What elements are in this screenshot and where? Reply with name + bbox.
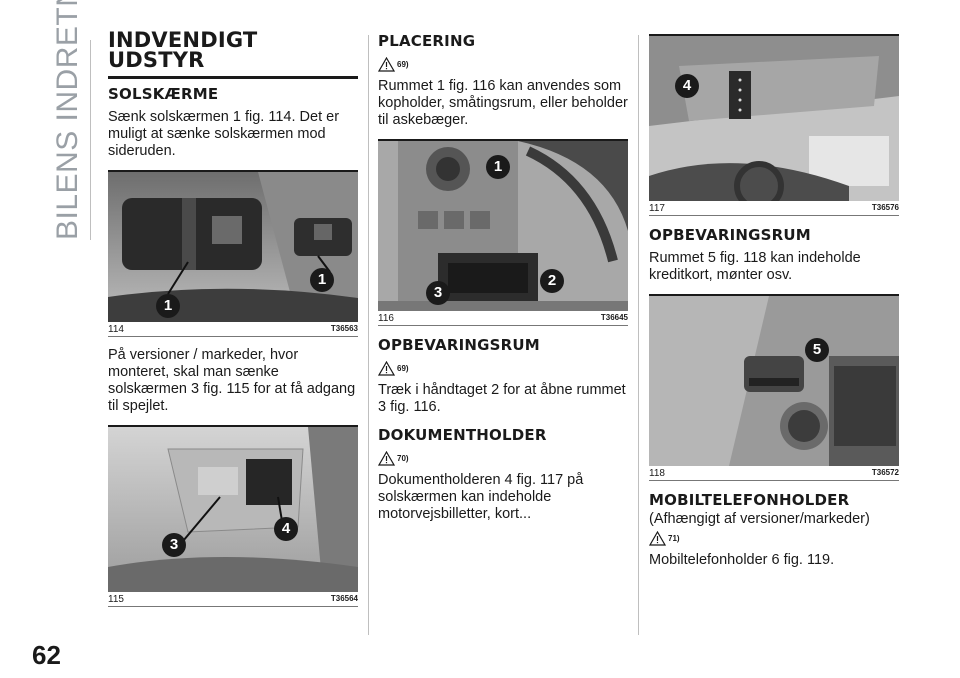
storage-heading: OPBEVARINGSRUM — [378, 336, 540, 354]
chapter-tab: BILENS INDRETNING — [48, 0, 88, 240]
placement-heading: PLACERING — [378, 32, 476, 50]
section-heading: INDVENDIGT UDSTYR — [108, 28, 258, 72]
column-divider — [638, 35, 639, 635]
storage-text: Rummet 5 fig. 118 kan indeholde kreditko… — [649, 250, 861, 283]
figure-caption: 118 T36572 — [649, 466, 899, 480]
warning-ref: 69) — [378, 360, 628, 376]
page-number: 62 — [32, 640, 61, 670]
figure-caption: 114 T36563 — [108, 322, 358, 336]
warning-icon — [378, 56, 395, 72]
storage-text: Træk i håndtaget 2 for at åbne rummet 3 … — [378, 382, 626, 415]
warning-icon — [649, 530, 666, 546]
warning-number: 71) — [668, 533, 680, 543]
figure-number: 117 — [649, 203, 665, 214]
callout-1: 1 — [156, 294, 180, 318]
figure-code: T36645 — [600, 313, 628, 322]
figure-caption: 115 T36564 — [108, 592, 358, 606]
figure-number: 116 — [378, 313, 394, 324]
callout-4: 4 — [274, 517, 298, 541]
storage-compartment-photo — [378, 141, 628, 311]
warning-number: 69) — [397, 363, 409, 373]
phone-holder-text: Mobiltelefonholder 6 fig. 119. — [649, 552, 835, 568]
figure-118: 5 118 T36572 — [649, 294, 899, 481]
document-holder-photo — [649, 36, 899, 201]
warning-number: 69) — [397, 59, 409, 69]
warning-number: 70) — [397, 453, 409, 463]
document-holder-heading: DOKUMENTHOLDER — [378, 426, 547, 444]
column-divider — [368, 35, 369, 635]
figure-115: 3 4 115 T36564 — [108, 425, 358, 607]
callout-3: 3 — [162, 533, 186, 557]
vanity-mirror-photo — [108, 427, 358, 592]
heading-rule — [108, 76, 358, 79]
figure-code: T36564 — [330, 594, 358, 603]
placement-text: Rummet 1 fig. 116 kan anvendes som kopho… — [378, 78, 628, 128]
card-compartment-photo — [649, 296, 899, 466]
figure-number: 115 — [108, 594, 124, 605]
warning-ref: 69) — [378, 56, 628, 72]
figure-code: T36576 — [871, 203, 899, 212]
figure-code: T36563 — [330, 324, 358, 333]
figure-caption: 116 T36645 — [378, 311, 628, 325]
storage-heading: OPBEVARINGSRUM — [649, 226, 811, 244]
chapter-rule — [90, 40, 91, 240]
warning-icon — [378, 450, 395, 466]
warning-ref: 70) — [378, 450, 628, 466]
column-1: INDVENDIGT UDSTYR SOLSKÆRME Sænk solskær… — [108, 30, 358, 617]
column-2: PLACERING 69) Rummet 1 fig. 116 kan anve… — [378, 30, 628, 533]
callout-1: 1 — [486, 155, 510, 179]
phone-holder-heading: MOBILTELEFONHOLDER — [649, 491, 850, 509]
figure-117: 4 117 T36576 — [649, 34, 899, 216]
mirror-text: På versioner / markeder, hvor monteret, … — [108, 347, 356, 414]
figure-116: 1 3 2 116 T36645 — [378, 139, 628, 326]
phone-holder-note: (Afhængigt af versioner/markeder) — [649, 511, 870, 527]
warning-ref: 71) — [649, 530, 899, 546]
figure-number: 114 — [108, 324, 124, 335]
figure-code: T36572 — [871, 468, 899, 477]
sun-visor-heading: SOLSKÆRME — [108, 85, 219, 103]
figure-number: 118 — [649, 468, 665, 479]
callout-5: 5 — [805, 338, 829, 362]
document-holder-text: Dokumentholderen 4 fig. 117 på solskærme… — [378, 472, 584, 522]
callout-1: 1 — [310, 268, 334, 292]
chapter-title: BILENS INDRETNING — [51, 0, 84, 240]
sun-visor-text: Sænk solskærmen 1 fig. 114. Det er mulig… — [108, 109, 340, 159]
callout-4: 4 — [675, 74, 699, 98]
callout-3: 3 — [426, 281, 450, 305]
sun-visor-photo — [108, 172, 358, 322]
column-3: 4 117 T36576 OPBEVARINGSRUM Rummet 5 fig… — [649, 30, 899, 579]
callout-2: 2 — [540, 269, 564, 293]
figure-114: 1 1 114 T36563 — [108, 170, 358, 337]
figure-caption: 117 T36576 — [649, 201, 899, 215]
warning-icon — [378, 360, 395, 376]
